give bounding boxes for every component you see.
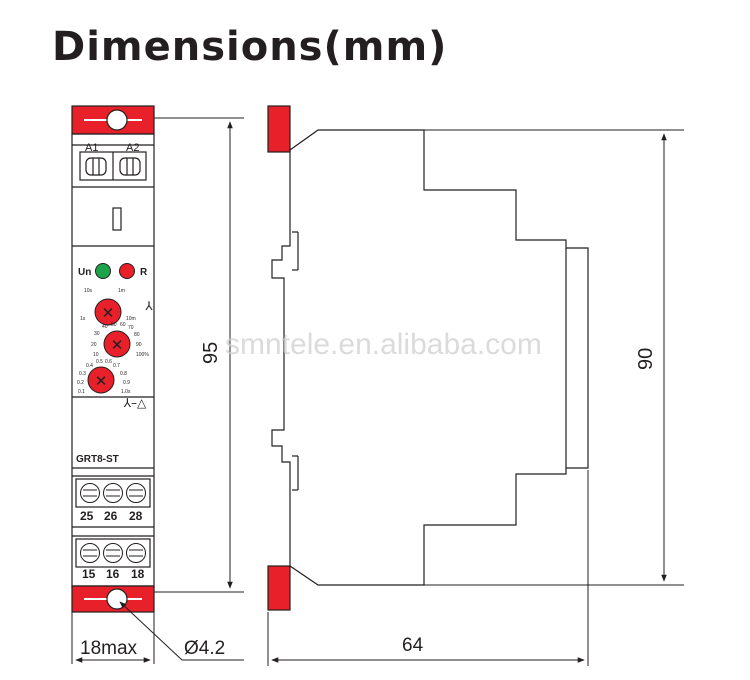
dimension-95-label: 95: [200, 342, 222, 364]
knob-scale-label: 0.5: [96, 359, 103, 365]
knob-scale-label: 0.1: [78, 389, 85, 395]
star-symbol-icon: ⅄: [144, 299, 153, 313]
knob-scale-label: 20: [91, 342, 97, 348]
terminal-label-a2: A2: [126, 142, 139, 154]
led-label-un: Un: [78, 267, 91, 278]
knob-scale-label: 60: [120, 322, 126, 328]
side-body-outline: [271, 129, 589, 586]
switch-time-knob: 0.1 0.2 0.3 0.4 0.5 0.6 0.7 0.8 0.9 1.0s…: [77, 359, 147, 410]
knob-scale-label: 0.2: [77, 380, 84, 386]
knob-scale-label: 10: [93, 352, 99, 358]
knob-scale-label: 0.4: [86, 363, 93, 369]
star-delta-symbol-icon: ⅄–△: [123, 396, 147, 410]
dimension-width-label: 18max: [80, 638, 138, 659]
knob-scale-label: 10m: [126, 316, 136, 322]
watermark: smntele.en.alibaba.com: [225, 328, 542, 361]
knob-scale-label: 1.0s: [121, 389, 131, 395]
knob-scale-label: 10s: [84, 288, 93, 294]
terminal-row-upper: [80, 483, 146, 503]
front-view: [71, 105, 155, 613]
cross-mark-icon: ✕: [102, 304, 115, 322]
depth-dimension-64: [267, 470, 589, 666]
percent-knob: 10 20 30 40 50 60 70 80 90 100% ✕: [91, 322, 149, 358]
knob-scale-label: 70: [128, 325, 134, 331]
top-mounting-clip: [71, 105, 155, 135]
knob-scale-label: 100%: [136, 352, 149, 358]
knob-scale-label: 40: [102, 324, 108, 330]
knob-scale-label: 0.3: [79, 371, 86, 377]
terminal-row-lower: [80, 543, 146, 563]
knob-scale-label: 1m: [118, 288, 125, 294]
knob-scale-label: 0.9: [123, 380, 130, 386]
cross-mark-icon: ✕: [95, 372, 108, 390]
height-dimension-90: [424, 129, 684, 586]
led-label-r: R: [140, 267, 148, 278]
terminal-label: 15: [82, 567, 96, 581]
dimension-64-label: 64: [402, 635, 424, 656]
knob-scale-label: 0.7: [113, 363, 120, 369]
knob-scale-label: 0.6: [105, 359, 112, 365]
time-range-knob: 1s 10s 1m 10m ✕ ⅄: [80, 288, 153, 326]
knob-scale-label: 90: [136, 342, 142, 348]
dimension-90-label: 90: [635, 348, 657, 370]
model-label: GRT8-ST: [76, 454, 119, 465]
side-view: [267, 105, 589, 611]
side-bottom-clip: [267, 565, 291, 611]
side-top-clip: [267, 105, 291, 153]
bottom-mounting-clip: [71, 585, 155, 613]
terminal-label: 28: [129, 509, 143, 523]
page-title: Dimensions(mm): [52, 24, 448, 70]
knob-scale-label: 50: [111, 322, 117, 328]
terminal-label: 18: [131, 567, 145, 581]
terminal-label: 26: [104, 509, 118, 523]
knob-scale-label: 1s: [80, 316, 86, 322]
terminal-label-a1: A1: [85, 142, 98, 154]
power-led-green: [95, 263, 111, 279]
terminal-label: 16: [106, 567, 120, 581]
top-terminal-block: [79, 151, 147, 181]
relay-led-red: [119, 263, 135, 279]
cross-mark-icon: ✕: [111, 336, 124, 354]
terminal-label: 25: [80, 509, 94, 523]
knob-scale-label: 80: [134, 332, 140, 338]
width-dimension-18: [71, 612, 155, 664]
hole-diameter-label: Ø4.2: [184, 638, 225, 659]
knob-scale-label: 0.8: [120, 371, 127, 377]
height-dimension-95: [154, 117, 244, 593]
knob-scale-label: 30: [94, 331, 100, 337]
hole-leader: [119, 601, 244, 661]
